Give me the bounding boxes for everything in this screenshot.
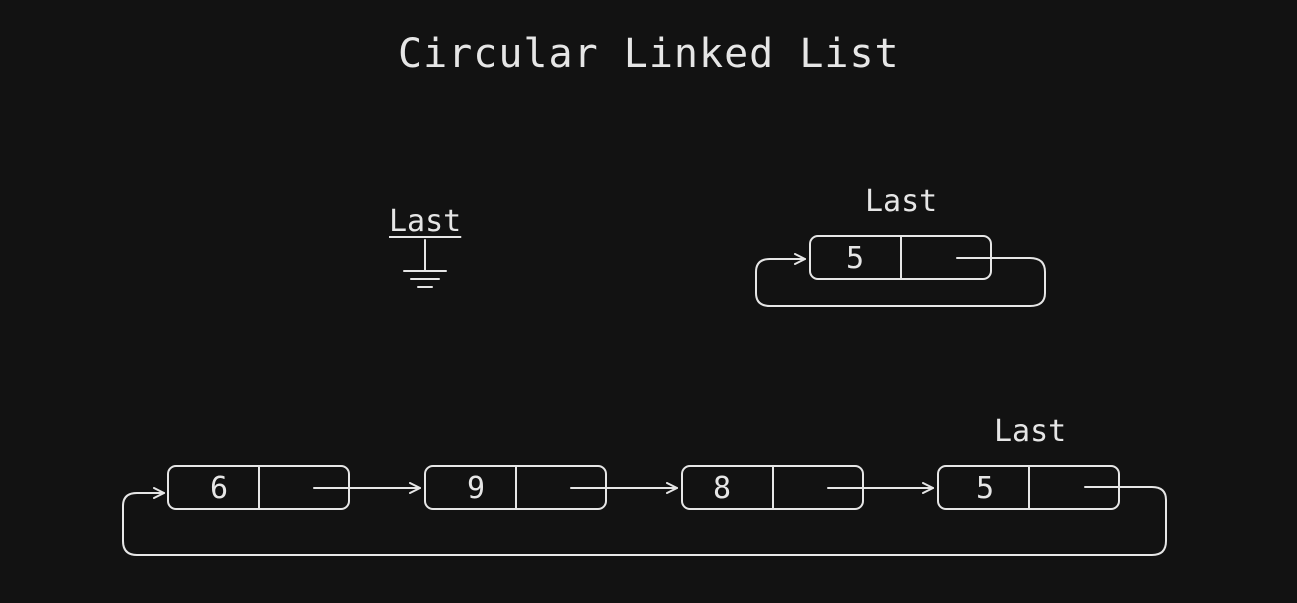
node-value: 6 <box>210 471 228 506</box>
diagram-title: Circular Linked List <box>398 31 900 77</box>
empty-list-last-label: Last <box>389 204 462 239</box>
node-value: 5 <box>976 471 994 506</box>
node-value: 8 <box>713 471 731 506</box>
node-value: 9 <box>467 471 485 506</box>
single-list-last-label: Last <box>865 184 938 219</box>
single-node-self-loop-arrow <box>755 253 1046 307</box>
null-pointer-icon <box>403 239 447 288</box>
single-node-value: 5 <box>846 241 864 276</box>
multi-list-last-label: Last <box>994 414 1067 449</box>
wrap-around-arrow <box>122 486 1167 556</box>
